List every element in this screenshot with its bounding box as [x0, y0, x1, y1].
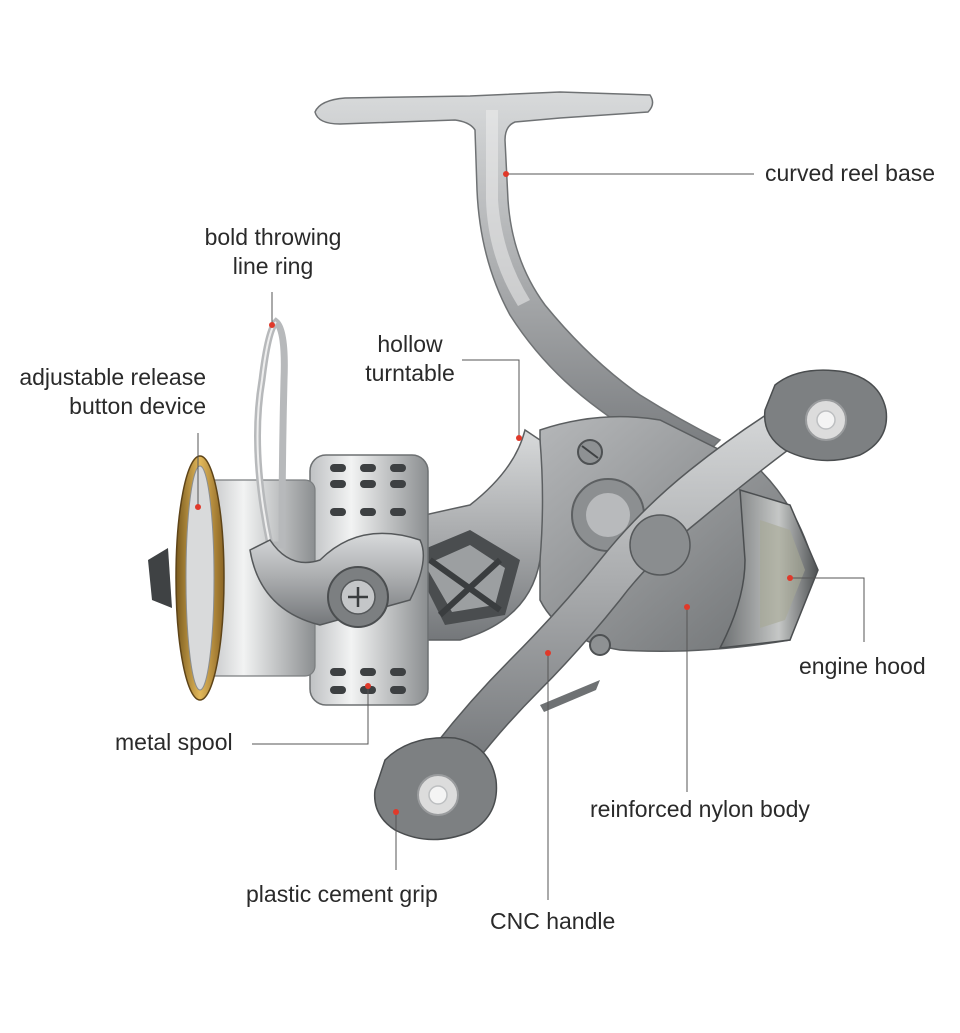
label-plastic-cement-grip: plastic cement grip	[246, 881, 438, 907]
label-metal-spool: metal spool	[115, 729, 233, 755]
line-ring-shape	[254, 317, 288, 549]
label-adjustable-release-button: adjustable release button device	[19, 364, 206, 419]
label-reinforced-nylon-body: reinforced nylon body	[590, 796, 810, 822]
leader-hollow-turntable	[462, 359, 520, 438]
dot-grip	[393, 809, 399, 815]
label-hollow-turntable: hollow turntable	[365, 331, 455, 386]
label-curved-reel-base: curved reel base	[765, 160, 936, 186]
dot-curved-reel-base	[503, 171, 509, 177]
label-bold-throwing-line-ring: bold throwing line ring	[204, 224, 342, 279]
dot-hollow-turntable	[516, 435, 522, 441]
leader-engine-hood	[790, 577, 865, 642]
bail-arm-shape	[249, 532, 425, 628]
dot-cnc-handle	[545, 650, 551, 656]
reel-base-shape	[314, 91, 722, 471]
grip-knob-top	[763, 369, 888, 462]
grip-knob-bottom	[373, 736, 498, 841]
dot-metal-spool	[365, 683, 371, 689]
engine-hood-shape	[718, 488, 819, 649]
dot-nylon-body	[684, 604, 690, 610]
label-engine-hood: engine hood	[799, 653, 926, 679]
leader-lines	[197, 173, 865, 900]
leader-metal-spool	[252, 686, 369, 745]
marker-dots	[195, 171, 793, 815]
cnc-handle-shape	[433, 399, 817, 772]
dot-line-ring	[269, 322, 275, 328]
dot-release-button	[195, 504, 201, 510]
label-cnc-handle: CNC handle	[490, 908, 616, 934]
spool-lip-shape	[148, 455, 225, 701]
dot-engine-hood	[787, 575, 793, 581]
